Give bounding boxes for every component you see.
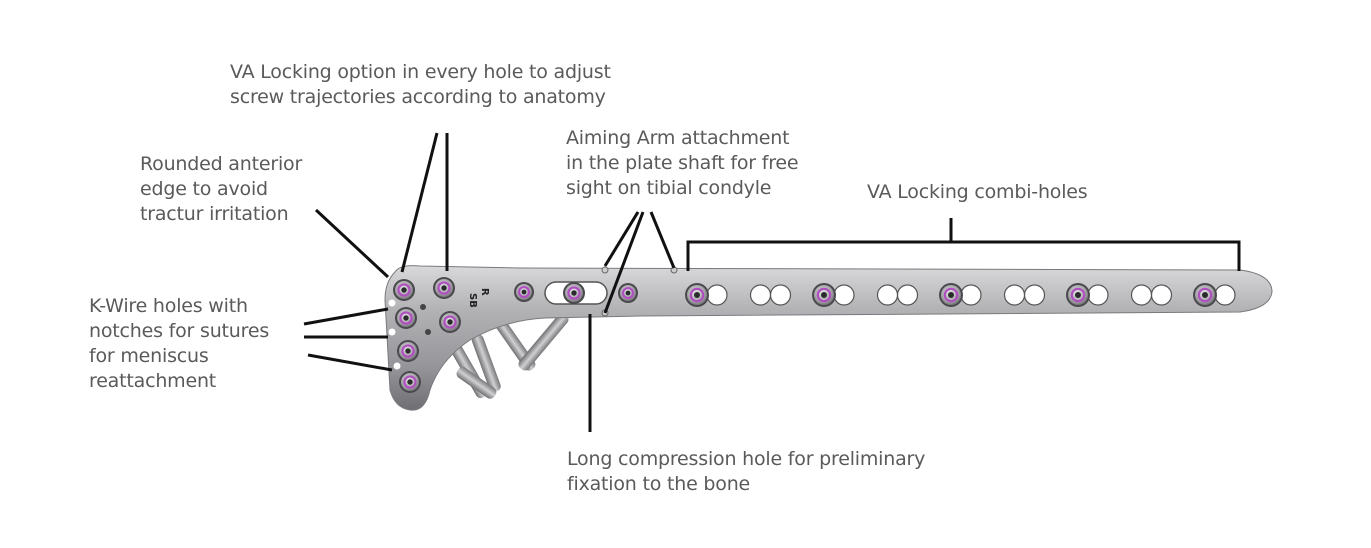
empty-hole — [1003, 284, 1026, 306]
label-compression-hole: Long compression hole for preliminary fi… — [567, 447, 925, 497]
label-va-locking-option: VA Locking option in every hole to adjus… — [230, 60, 611, 110]
label-rounded-edge: Rounded anterior edge to avoid tractur i… — [140, 152, 302, 227]
empty-hole — [1023, 284, 1046, 306]
leader-rounded-edge — [314, 208, 390, 279]
empty-hole — [706, 284, 728, 306]
label-aiming-arm: Aiming Arm attachment in the plate shaft… — [566, 126, 799, 201]
engraving-sb: SB — [467, 293, 478, 308]
label-kwire-holes: K-Wire holes with notches for sutures fo… — [89, 294, 269, 394]
small-hole — [420, 304, 426, 310]
plate-body — [384, 265, 1273, 411]
label-line: Aiming Arm attachment — [566, 127, 790, 149]
label-line: VA Locking option in every hole to adjus… — [230, 61, 611, 83]
empty-hole — [833, 284, 855, 306]
label-combi-holes: VA Locking combi-holes — [867, 180, 1088, 205]
label-line: VA Locking combi-holes — [867, 181, 1088, 203]
leader-aiming-1 — [603, 211, 640, 267]
empty-hole — [749, 284, 772, 306]
label-line: edge to avoid — [140, 178, 268, 200]
label-line: sight on tibial condyle — [566, 177, 772, 199]
empty-hole — [960, 284, 982, 306]
engraving-r: R — [479, 288, 490, 296]
label-line: fixation to the bone — [567, 473, 751, 495]
label-line: for meniscus — [89, 345, 209, 367]
label-line: Long compression hole for preliminary — [567, 448, 926, 470]
label-line: K-Wire holes with — [89, 295, 248, 317]
kwire-hole — [393, 362, 401, 370]
empty-hole — [1087, 284, 1109, 306]
empty-hole — [1130, 284, 1153, 306]
empty-hole — [1214, 284, 1236, 306]
leader-combi-bracket — [686, 240, 1241, 271]
leader-kwire-3 — [307, 353, 393, 372]
leader-kwire-1 — [303, 307, 389, 326]
screw-shafts — [450, 313, 569, 399]
leader-aiming-3 — [649, 211, 676, 269]
kwire-hole — [388, 328, 396, 336]
label-line: notches for sutures — [89, 320, 270, 342]
label-line: tractur irritation — [140, 203, 289, 225]
empty-hole — [1150, 284, 1173, 306]
leader-lines — [303, 132, 1241, 432]
aiming-arm-point — [601, 266, 609, 274]
kwire-hole — [388, 299, 396, 307]
label-line: Rounded anterior — [140, 153, 303, 175]
leader-va-locking-left — [400, 132, 439, 273]
leader-aiming-2 — [603, 211, 645, 314]
label-line: screw trajectories according to anatomy — [230, 86, 606, 108]
empty-hole — [769, 284, 792, 306]
empty-hole — [876, 284, 899, 306]
label-line: in the plate shaft for free — [566, 152, 799, 174]
label-line: reattachment — [89, 370, 217, 392]
small-hole — [425, 329, 431, 335]
empty-hole — [896, 284, 919, 306]
